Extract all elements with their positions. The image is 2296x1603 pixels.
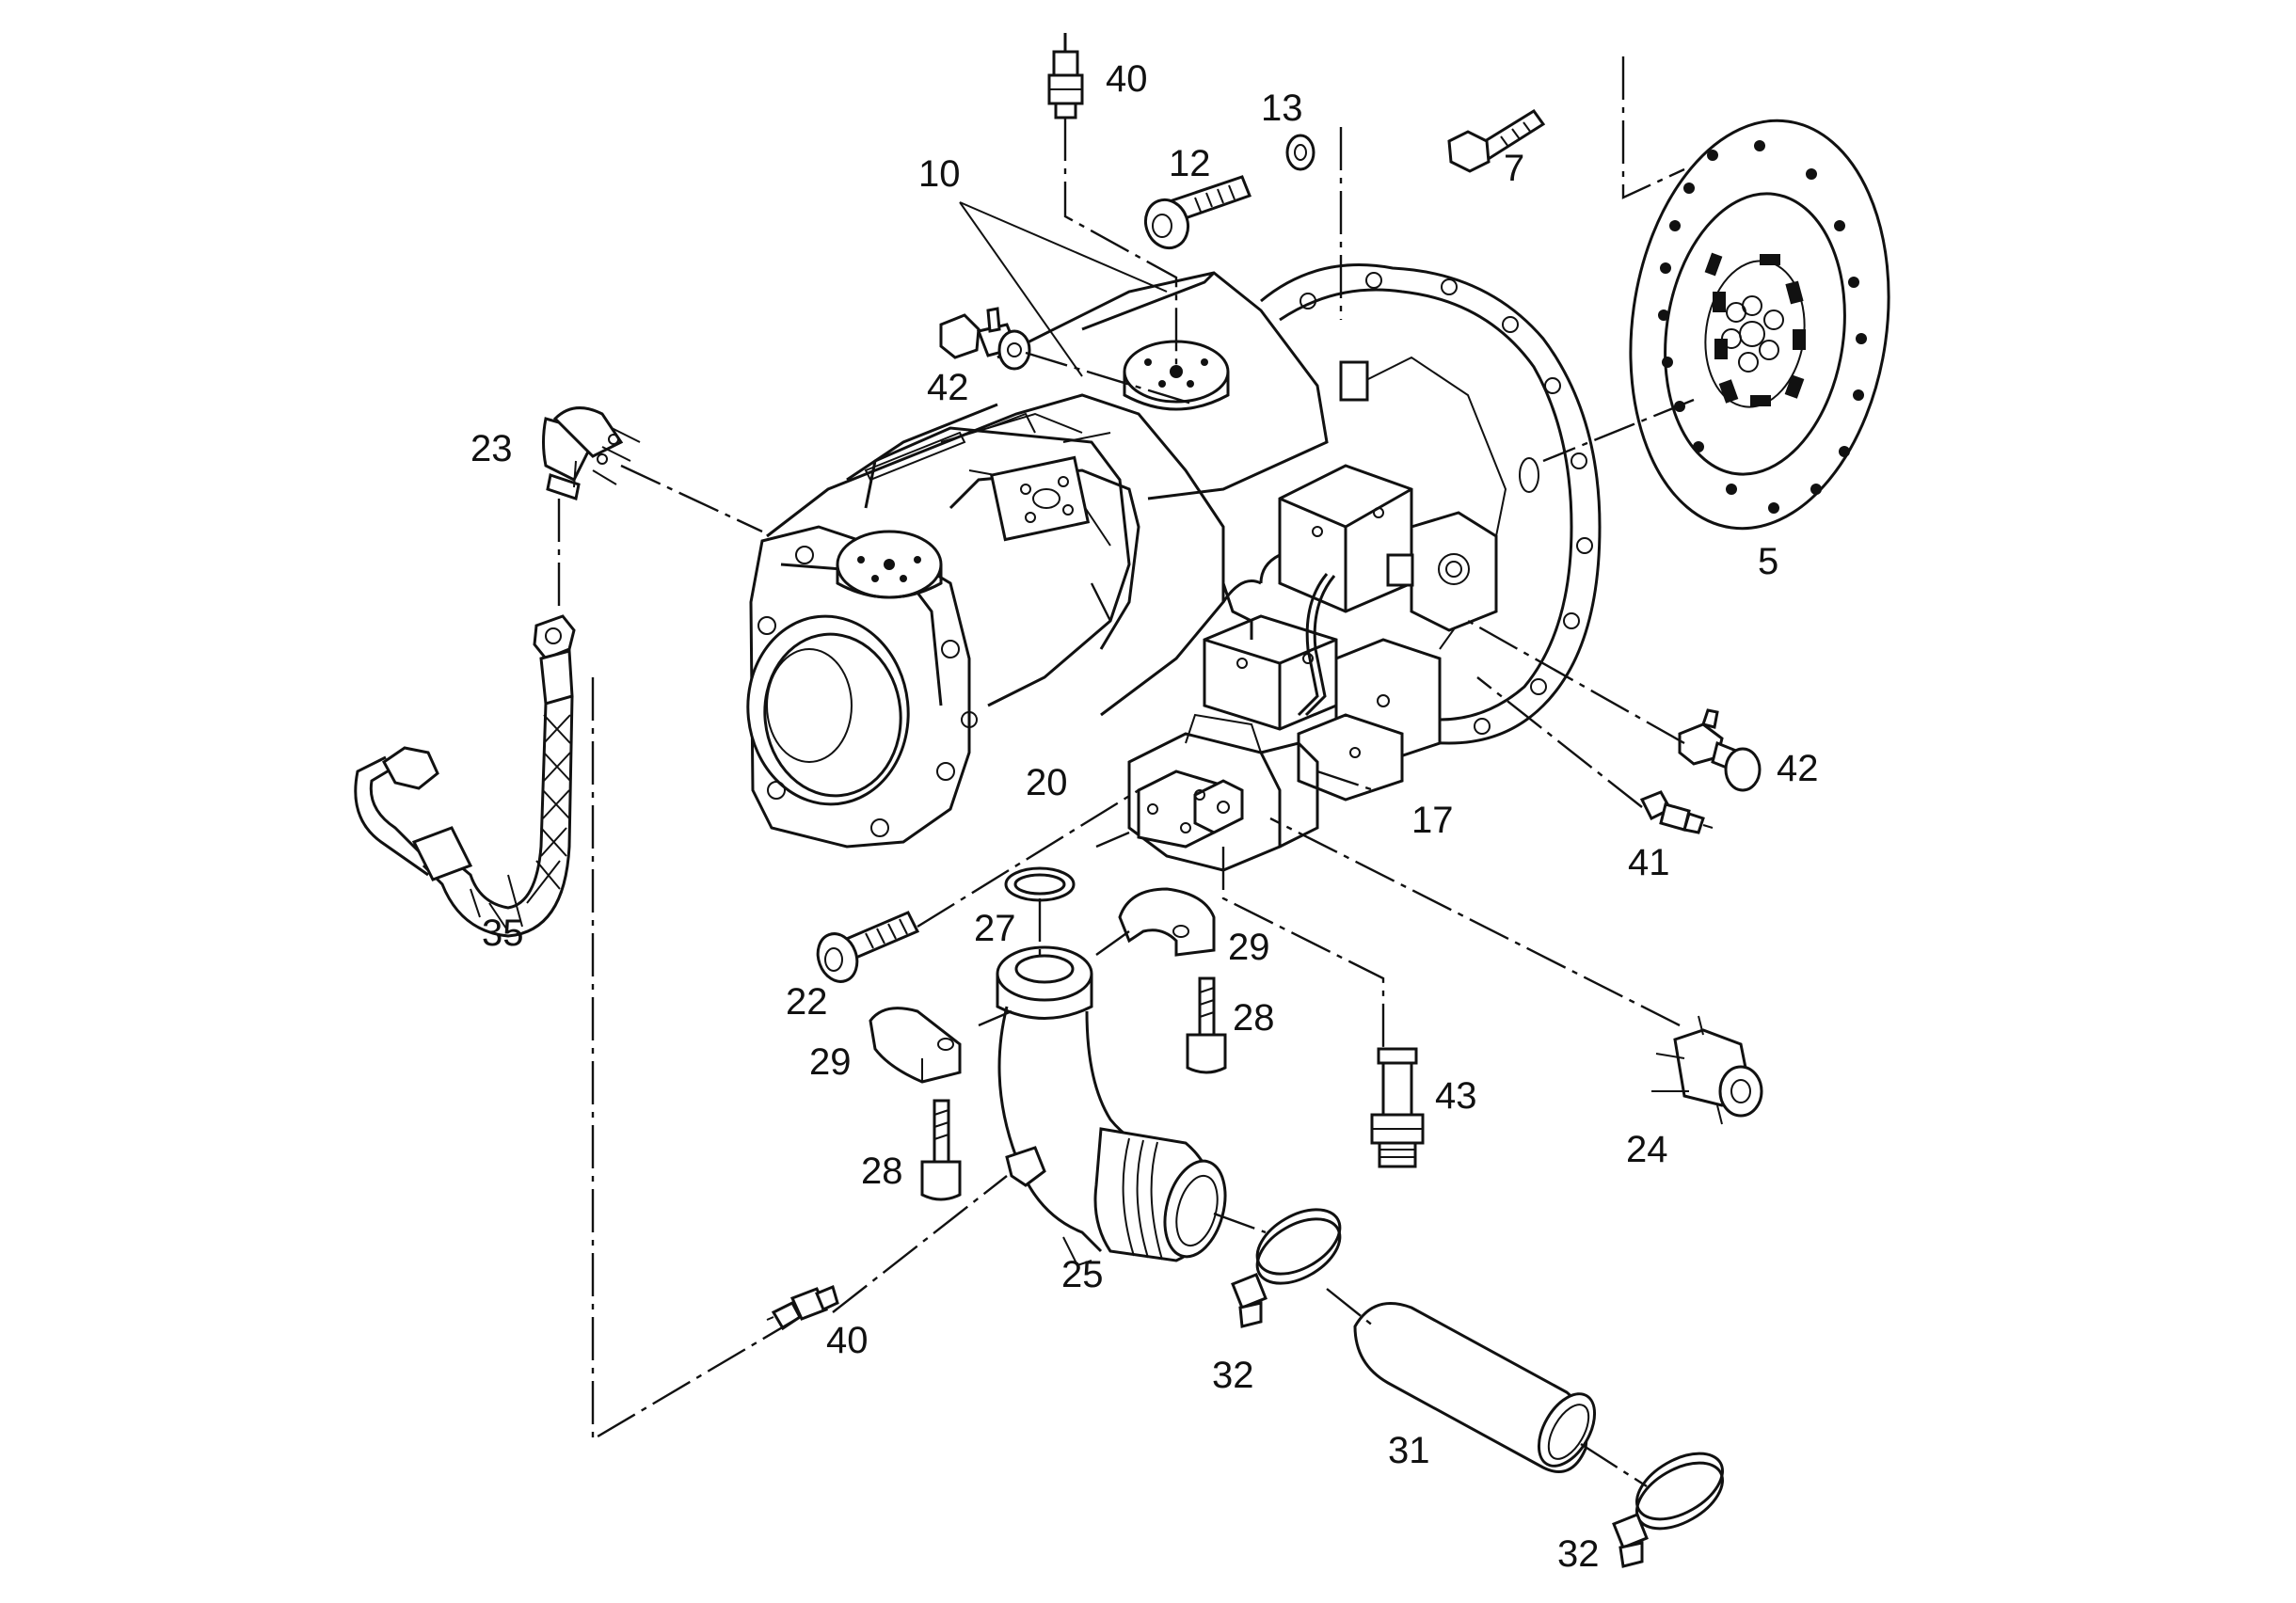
callout-7: 7 — [1504, 148, 1524, 189]
bolt-12 — [1143, 175, 1252, 250]
callout-43: 43 — [1435, 1075, 1477, 1117]
callout-28: 28 — [1233, 997, 1275, 1039]
callout-29: 29 — [809, 1041, 852, 1083]
fitting-40-top — [1047, 33, 1084, 119]
callout-25: 25 — [1061, 1254, 1104, 1295]
callout-20: 20 — [1026, 762, 1068, 803]
elbow-fitting-23 — [542, 406, 641, 500]
bolt-28-lower — [920, 1099, 962, 1201]
split-flange-29-lower — [869, 1007, 962, 1084]
bolt-7 — [1447, 108, 1546, 173]
callout-5: 5 — [1758, 541, 1778, 582]
hose-sleeve-31 — [1353, 1302, 1597, 1473]
gear-pump-20 — [1127, 713, 1319, 872]
callout-12: 12 — [1169, 143, 1211, 184]
callout-17: 17 — [1411, 800, 1454, 841]
callout-27: 27 — [974, 908, 1016, 949]
callout-42: 42 — [1777, 748, 1819, 789]
callout-40: 40 — [826, 1320, 869, 1361]
fitting-42-top — [939, 307, 1031, 371]
hose-clamp-32-upper — [1231, 1208, 1342, 1328]
callout-31: 31 — [1388, 1430, 1430, 1471]
sensor-43 — [1370, 1047, 1425, 1168]
callout-35: 35 — [482, 913, 524, 954]
control-valve-assembly-17 — [1203, 464, 1498, 802]
callout-41: 41 — [1628, 842, 1670, 883]
sensor-41 — [1639, 790, 1714, 834]
bolt-22 — [816, 911, 920, 983]
callout-29: 29 — [1228, 927, 1270, 968]
main-pump-housing — [746, 271, 1329, 849]
callout-labels: 40 13 7 10 12 42 23 5 42 20 17 41 35 27 … — [470, 58, 1819, 1575]
leader-lines — [557, 56, 1695, 1488]
washer-13 — [1285, 134, 1315, 171]
o-ring-27 — [1004, 866, 1076, 902]
fitting-42-right — [1678, 708, 1762, 792]
flex-disc-part-5 — [1629, 119, 1890, 531]
suction-elbow-25 — [996, 945, 1227, 1267]
bolt-28-upper — [1186, 976, 1227, 1074]
callout-22: 22 — [786, 981, 828, 1023]
fitting-40-bottom — [766, 1284, 839, 1331]
callout-32: 32 — [1557, 1533, 1600, 1575]
hose-35 — [354, 614, 576, 938]
callout-10: 10 — [918, 153, 961, 195]
callout-24: 24 — [1626, 1129, 1668, 1170]
callout-13: 13 — [1261, 87, 1303, 129]
callout-28: 28 — [861, 1151, 903, 1192]
split-flange-29-upper — [1118, 887, 1216, 957]
callout-42: 42 — [927, 367, 969, 408]
callout-40: 40 — [1106, 58, 1148, 100]
flange-block-24 — [1651, 1015, 1763, 1125]
callout-32: 32 — [1212, 1355, 1254, 1396]
hose-clamp-32-lower — [1612, 1452, 1725, 1568]
callout-23: 23 — [470, 428, 513, 469]
